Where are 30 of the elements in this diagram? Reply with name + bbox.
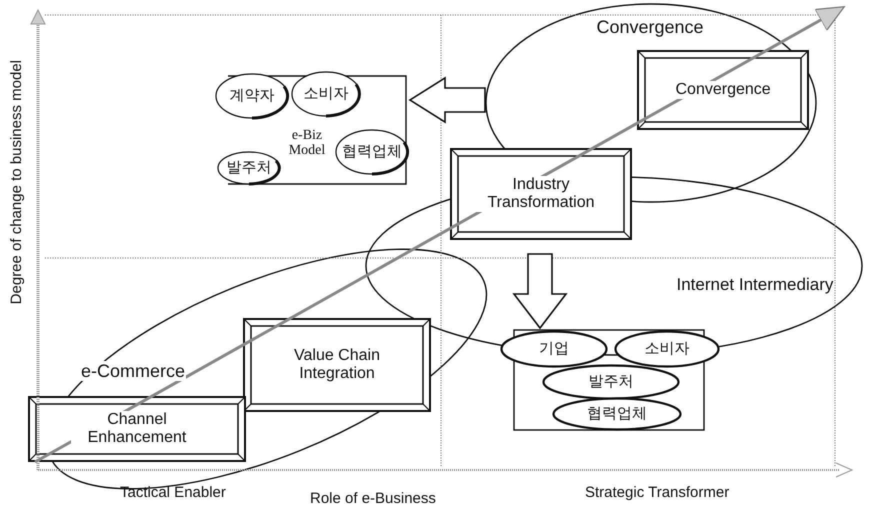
process-box [450,148,632,240]
oval-bubble [542,364,680,400]
block-arrow [408,76,486,124]
node-label: 협력업체 [341,144,403,160]
group-box [498,328,722,432]
node-label: 발주처 [588,374,634,390]
node-label: 소비자 [644,340,690,358]
axis-label: Role of e-Business [310,490,436,507]
cloud-bubble [214,72,290,120]
axis-label: Tactical Enabler [120,484,226,501]
node-label: e-Commerce [80,361,186,382]
axis-label: Strategic Transformer [585,484,730,501]
axis-label: Degree of change to business model [8,60,25,304]
node-label: 소비자 [302,86,350,102]
node-label: 발주처 [226,160,272,176]
node-label: 협력업체 [586,406,648,422]
node-label: Convergence [674,81,772,99]
process-box [637,50,809,130]
oval-bubble [552,397,682,431]
oval-bubble [614,330,720,368]
node-label: 계약자 [228,88,276,104]
cloud-bubble [216,150,282,186]
cloud-bubble [334,128,410,176]
node-label: Internet Intermediary [676,274,834,294]
node-label: 기업 [538,340,570,358]
cloud-bubble [290,70,362,118]
oval-bubble [500,330,608,368]
node-label: Convergence [596,17,705,38]
process-box [28,396,246,462]
block-arrow [512,253,568,330]
